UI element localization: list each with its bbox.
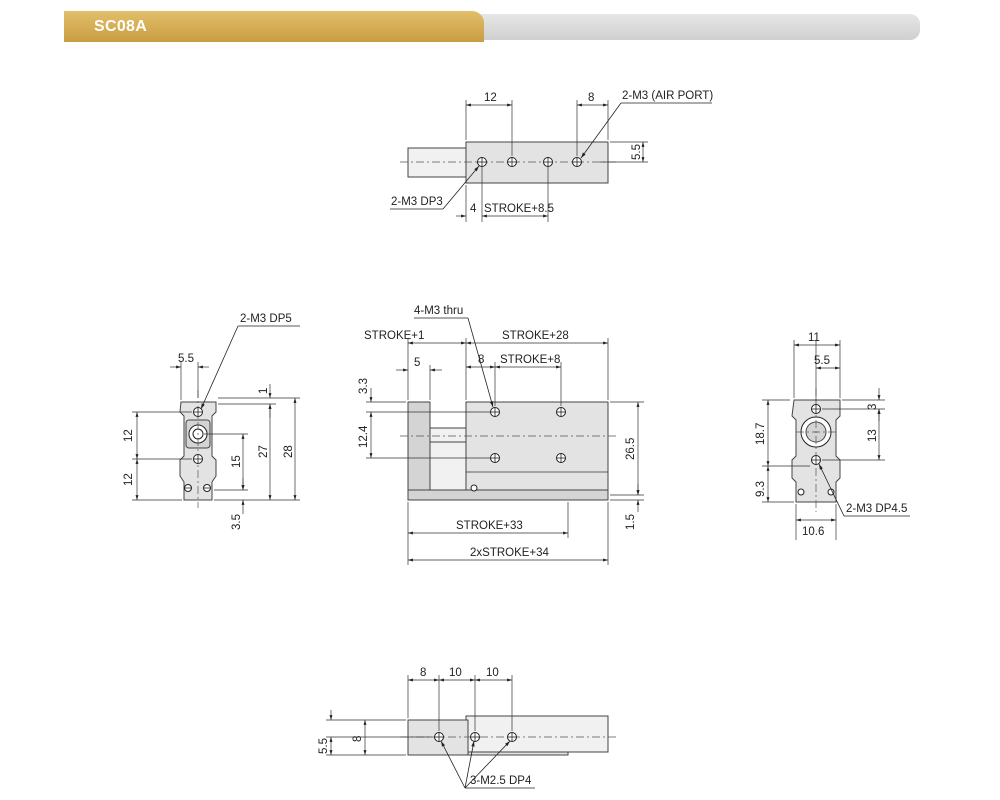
right-dim-18-7: 18.7 [755,423,767,445]
left-end-view: 2-M3 DP5 5.5 12 12 1 15 27 28 3.5 [123,313,300,530]
front-dim-3-3: 3.3 [358,378,370,394]
bottom-dim-8a: 8 [420,667,426,679]
front-dim-stroke33: STROKE+33 [456,520,523,532]
right-dim-11: 11 [808,332,820,344]
right-dim-10-6: 10.6 [802,526,824,538]
front-dim-12-4: 12.4 [358,425,370,448]
bottom-callout: 3-M2.5 DP4 [470,775,532,787]
top-dim-5-5: 5.5 [631,144,643,160]
top-dim-stroke: STROKE+8.5 [484,203,554,215]
left-dim-12b: 12 [123,473,135,486]
front-dim-stroke8: STROKE+8 [500,354,560,366]
front-view-base [407,489,609,501]
front-dim-stroke1: STROKE+1 [364,330,424,342]
right-dim-13: 13 [867,429,879,442]
front-view-body [465,401,609,491]
top-callout-dp3: 2-M3 DP3 [391,196,443,208]
front-dim-stroke28: STROKE+28 [502,330,569,342]
front-view-holes [470,407,566,492]
front-view: 4-M3 thru STROKE+1 STROKE+28 5 8 STROKE+… [358,305,644,565]
left-view-holes [184,407,211,492]
bottom-dim-5-5: 5.5 [318,738,330,754]
left-dim-15: 15 [231,455,243,468]
bottom-dim-8b: 8 [352,736,364,742]
header-tab [64,11,484,42]
top-view-holes [477,157,582,167]
front-dim-1-5: 1.5 [625,514,637,530]
bottom-view-slide [465,715,609,753]
bottom-dim-10a: 10 [449,667,462,679]
bottom-dim-10b: 10 [486,667,499,679]
right-dim-9-3: 9.3 [755,481,767,497]
left-dim-27: 27 [258,445,270,458]
top-callout-air-port: 2-M3 (AIR PORT) [622,90,713,102]
front-dim-8: 8 [478,354,484,366]
left-callout: 2-M3 DP5 [240,313,292,325]
left-dim-12a: 12 [123,429,135,442]
top-dim-4: 4 [470,203,477,215]
model-title: SC08A [94,18,148,35]
left-dim-28: 28 [283,445,295,458]
top-dim-8: 8 [588,92,594,104]
right-dim-5-5: 5.5 [814,355,830,367]
left-dim-5-5: 5.5 [178,353,194,365]
bottom-view: 8 10 10 8 5.5 3-M2.5 DP4 [318,667,618,789]
top-view-body [465,141,609,184]
bottom-view-holes [434,732,517,742]
top-view: 12 8 2-M3 (AIR PORT) 5.5 2-M3 DP3 4 STRO… [390,90,713,222]
front-dim-26-5: 26.5 [625,438,637,460]
right-view-holes [797,404,835,496]
left-dim-1: 1 [258,388,270,394]
right-callout: 2-M3 DP4.5 [846,503,907,515]
top-dim-12: 12 [484,92,497,104]
right-end-view: 11 5.5 3 13 18.7 9.3 10.6 2-M3 DP4.5 [755,332,910,540]
left-dim-3-5: 3.5 [231,514,243,530]
front-view-rod [429,427,467,443]
top-view-rod [407,147,467,178]
front-dim-2xstroke34: 2xSTROKE+34 [470,547,550,559]
front-view-window [429,441,467,491]
front-dim-5: 5 [414,357,420,369]
front-callout: 4-M3 thru [414,305,463,317]
front-view-end-plate [407,401,431,501]
right-dim-3: 3 [867,404,879,410]
